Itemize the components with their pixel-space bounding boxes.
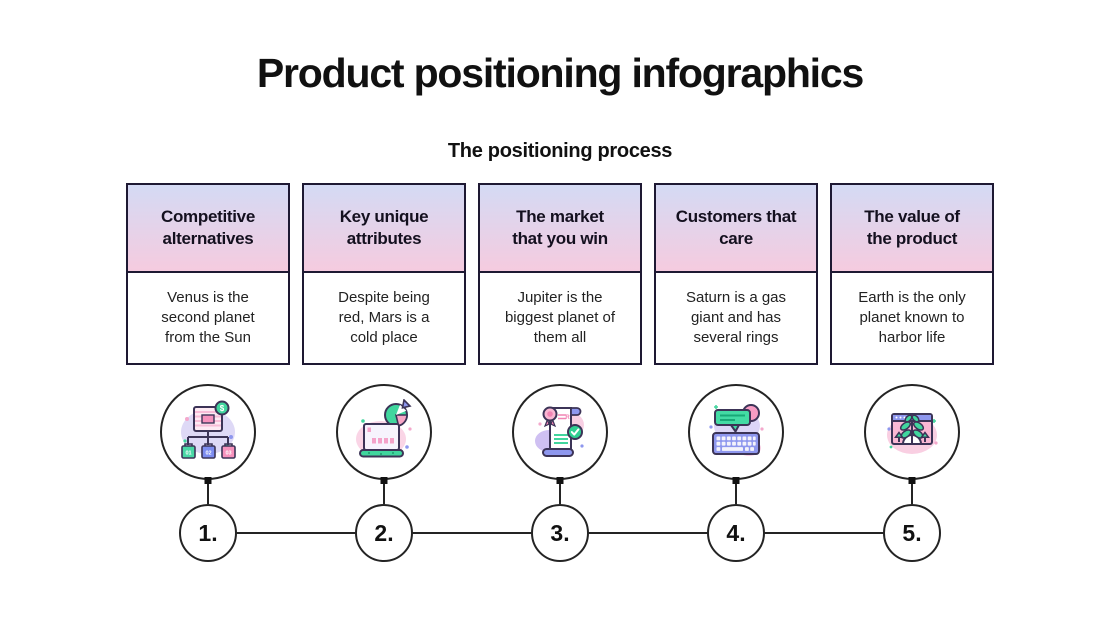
step-icon-circle (336, 384, 432, 480)
step-description: Venus is the second planet from the Sun (126, 271, 290, 365)
step-description: Jupiter is the biggest planet of them al… (478, 271, 642, 365)
process-step-4: Customers that care Saturn is a gas gian… (654, 183, 818, 562)
pie-chart-laptop-icon (356, 399, 412, 458)
step-number: 1. (179, 504, 237, 562)
process-step-3: The market that you win Jupiter is the b… (478, 183, 642, 562)
svg-text:03: 03 (225, 451, 231, 457)
slide-subtitle: The positioning process (447, 140, 673, 162)
step-description: Saturn is a gas giant and has several ri… (654, 271, 818, 365)
page-title: Product positioning infographics (256, 50, 864, 96)
product-hierarchy-icon: $ 01 02 03 (181, 400, 236, 459)
step-icon-circle (864, 384, 960, 480)
step-icon-circle: R (512, 384, 608, 480)
steps-row: Competitive alternatives Venus is the se… (126, 183, 994, 562)
step-title: The market that you win (478, 183, 642, 273)
step-description: Despite being red, Mars is a cold place (302, 271, 466, 365)
step-icon-circle (688, 384, 784, 480)
step-connector (911, 480, 913, 504)
step-connector (207, 480, 209, 504)
step-connector (383, 480, 385, 504)
step-description: Earth is the only planet known to harbor… (830, 271, 994, 365)
step-title: Customers that care (654, 183, 818, 273)
process-step-2: Key unique attributes Despite being red,… (302, 183, 466, 562)
step-connector (559, 480, 561, 504)
step-number: 4. (707, 504, 765, 562)
certificate-icon: R (535, 406, 584, 457)
svg-text:$: $ (220, 404, 225, 413)
growth-window-icon (887, 413, 938, 454)
step-title: The value of the product (830, 183, 994, 273)
step-number: 5. (883, 504, 941, 562)
step-number: 2. (355, 504, 413, 562)
positioning-process: Competitive alternatives Venus is the se… (126, 183, 994, 562)
process-step-1: Competitive alternatives Venus is the se… (126, 183, 290, 562)
step-number: 3. (531, 504, 589, 562)
svg-text:02: 02 (205, 451, 211, 457)
keyboard-chat-icon (709, 404, 764, 456)
process-step-5: The value of the product Earth is the on… (830, 183, 994, 562)
step-title: Key unique attributes (302, 183, 466, 273)
step-title: Competitive alternatives (126, 183, 290, 273)
svg-text:R: R (565, 415, 570, 421)
step-icon-circle: $ 01 02 03 (160, 384, 256, 480)
step-connector (735, 480, 737, 504)
svg-text:01: 01 (185, 451, 191, 457)
